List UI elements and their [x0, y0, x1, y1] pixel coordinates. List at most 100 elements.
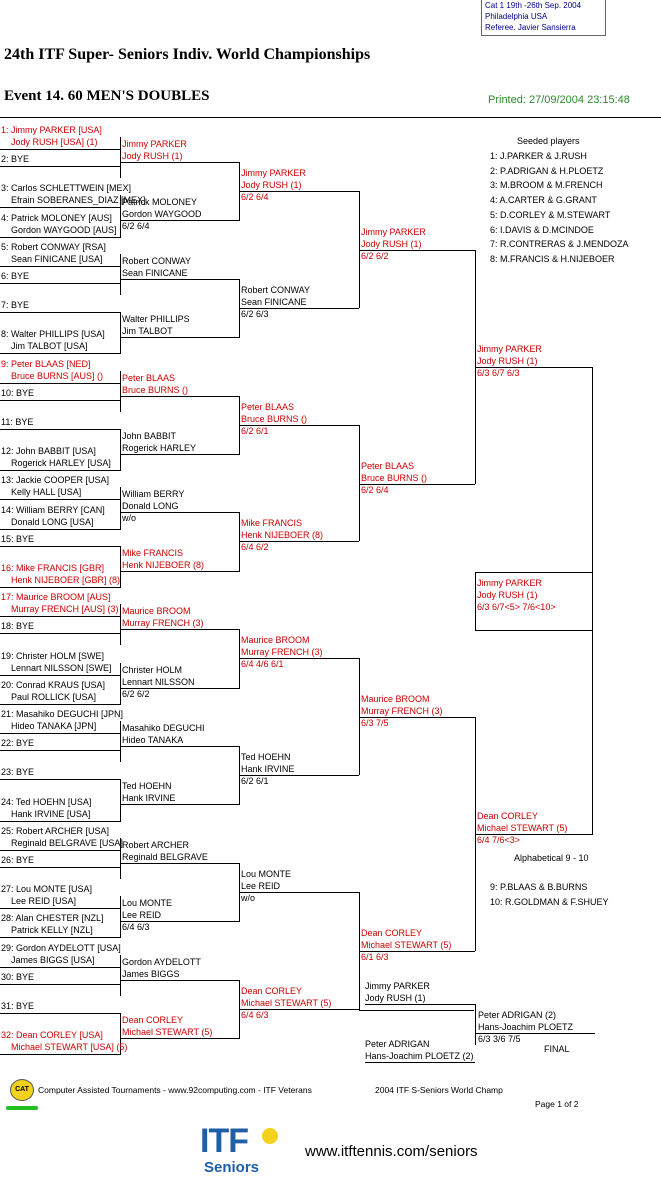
bracket-line [121, 512, 240, 513]
round2-name2: Henk NIJEBOER (8) [241, 530, 324, 541]
draw-entry-line1: 7: BYE [1, 300, 30, 311]
draw-entry-line1: 4: Patrick MOLONEY [AUS] [1, 212, 112, 223]
bracket-line [365, 1062, 475, 1063]
bracket-line [360, 951, 475, 952]
bracket-line [0, 283, 121, 284]
round1-score: 6/2 6/4 [122, 221, 150, 232]
draw-entry-line1: 21: Masahiko DEGUCHI [JPN] [1, 709, 124, 719]
bracket-line [0, 967, 121, 968]
draw-entry-line1: 11: BYE [1, 417, 34, 427]
bracket-line [0, 867, 121, 868]
draw-entry-line2: Kelly HALL [USA] [11, 487, 82, 498]
bracket-line [475, 572, 593, 573]
round1-name2: Lee REID [122, 910, 162, 921]
round1-name1: Patrick MOLONEY [122, 197, 198, 208]
draw-entry-line2: Patrick KELLY [NZL] [11, 925, 93, 936]
bracket-line [359, 425, 360, 541]
bracket-line [592, 367, 593, 834]
info-dates: Cat 1 19th -26th Sep. 2004 [485, 1, 582, 10]
round3-name2: Murray FRENCH (3) [361, 706, 443, 717]
round1-score: w/o [122, 513, 137, 524]
round1-name1: John BABBIT [122, 431, 177, 441]
bracket-line [120, 254, 121, 295]
bracket-line [239, 162, 240, 220]
round1-name2: Bruce BURNS () [122, 384, 189, 395]
bracket-line [0, 429, 121, 430]
draw-entry-line1: 9: Peter BLAAS [NED] [1, 358, 91, 369]
bracket-line [0, 266, 121, 267]
bracket-line [476, 367, 593, 368]
bracket-line [120, 487, 121, 529]
round3-score: 6/3 7/5 [361, 718, 389, 729]
seeded-player: 6: I.DAVIS & D.MCINDOE [490, 224, 594, 235]
draw-entry-line1: 29: Gordon AYDELOTT [USA] [1, 942, 121, 953]
footer-tournament: 2004 ITF S-Seniors World Champ [375, 1085, 503, 1095]
bracket-line [120, 896, 121, 937]
round2-name2: Michael STEWART (5) [241, 997, 332, 1008]
bracket-line [359, 658, 360, 775]
final-label: FINAL [544, 1044, 570, 1054]
round1-name2: Gordon WAYGOOD [122, 209, 202, 220]
round1-name1: Maurice BROOM [122, 606, 191, 617]
bracket-line [0, 675, 121, 676]
round2-score: 6/4 6/2 [241, 542, 269, 553]
round1-name2: Jody RUSH (1) [122, 151, 183, 161]
draw-entry-line1: 27: Lou MONTE [USA] [1, 884, 93, 895]
draw-entry-line2: Efrain SOBERANES_DIAZ [MEX] [11, 195, 146, 206]
bracket-line [121, 863, 240, 864]
bracket-line [240, 775, 359, 776]
draw-entry-line2: Lee REID [USA] [11, 896, 77, 907]
draw-entry-line2: Michael STEWART [USA] (5) [11, 1042, 128, 1053]
round3-name2: Bruce BURNS () [361, 472, 428, 483]
itf-logo-text: ITF [200, 1122, 249, 1160]
draw-entry-line1: 5: Robert CONWAY [RSA] [1, 241, 106, 252]
draw-entry-line2: Jody RUSH [USA] (1) [11, 137, 98, 147]
bracket-line [240, 892, 359, 893]
round1-name2: Murray FRENCH (3) [122, 618, 204, 629]
bracket-line [360, 250, 475, 251]
bracket-line [120, 663, 121, 704]
round1-name1: Walter PHILLIPS [122, 314, 190, 325]
bracket-line [0, 529, 121, 530]
bracket-line [0, 937, 121, 938]
round3-score: 6/2 6/2 [361, 251, 389, 261]
bracket-line [120, 721, 121, 762]
draw-entry-line1: 25: Robert ARCHER [USA] [1, 825, 110, 836]
bracket-line [239, 863, 240, 921]
final-winner-name1: Peter ADRIGAN (2) [478, 1010, 557, 1020]
round5-name1: Jimmy PARKER [477, 578, 542, 588]
bracket-line [120, 429, 121, 470]
bracket-line [121, 337, 240, 338]
round2-name2: Bruce BURNS () [241, 413, 308, 424]
cat-logo: CAT [10, 1079, 34, 1101]
seeded-player: 1: J.PARKER & J.RUSH [490, 151, 587, 161]
round1-name2: Jim TALBOT [122, 326, 173, 337]
bracket-line [240, 541, 359, 542]
bracket-line [0, 633, 121, 634]
draw-entry-line1: 26: BYE [1, 855, 35, 865]
bracket-line [120, 604, 121, 645]
bracket-line [0, 821, 121, 822]
round1-name2: Sean FINICANE [122, 267, 188, 278]
bracket-line [120, 838, 121, 879]
itf-url-link[interactable]: www.itftennis.com/seniors [305, 1143, 478, 1160]
bracket-line [475, 717, 476, 951]
info-referee: Referee. Javier Sansierra [485, 23, 576, 32]
round1-name2: Lennart NILSSON [122, 676, 195, 687]
round2-name1: Jimmy PARKER [241, 168, 306, 178]
bracket-line [120, 546, 121, 587]
bracket-line [0, 850, 121, 851]
round3-score: 6/1 6/3 [361, 951, 389, 962]
bracket-line [0, 704, 121, 705]
round2-name2: Murray FRENCH (3) [241, 647, 323, 658]
draw-entry-line1: 16: Mike FRANCIS [GBR] [1, 563, 105, 573]
round3-name1: Maurice BROOM [361, 694, 430, 705]
round2-name1: Dean CORLEY [241, 985, 303, 996]
round4-name2: Michael STEWART (5) [477, 823, 568, 833]
bracket-line [0, 984, 121, 985]
round4-score: 6/4 7/6<3> [477, 835, 521, 845]
round3-name1: Jimmy PARKER [361, 227, 426, 237]
bracket-line [0, 312, 121, 313]
round2-score: 6/2 6/1 [241, 776, 269, 786]
round2-name1: Lou MONTE [241, 868, 292, 879]
